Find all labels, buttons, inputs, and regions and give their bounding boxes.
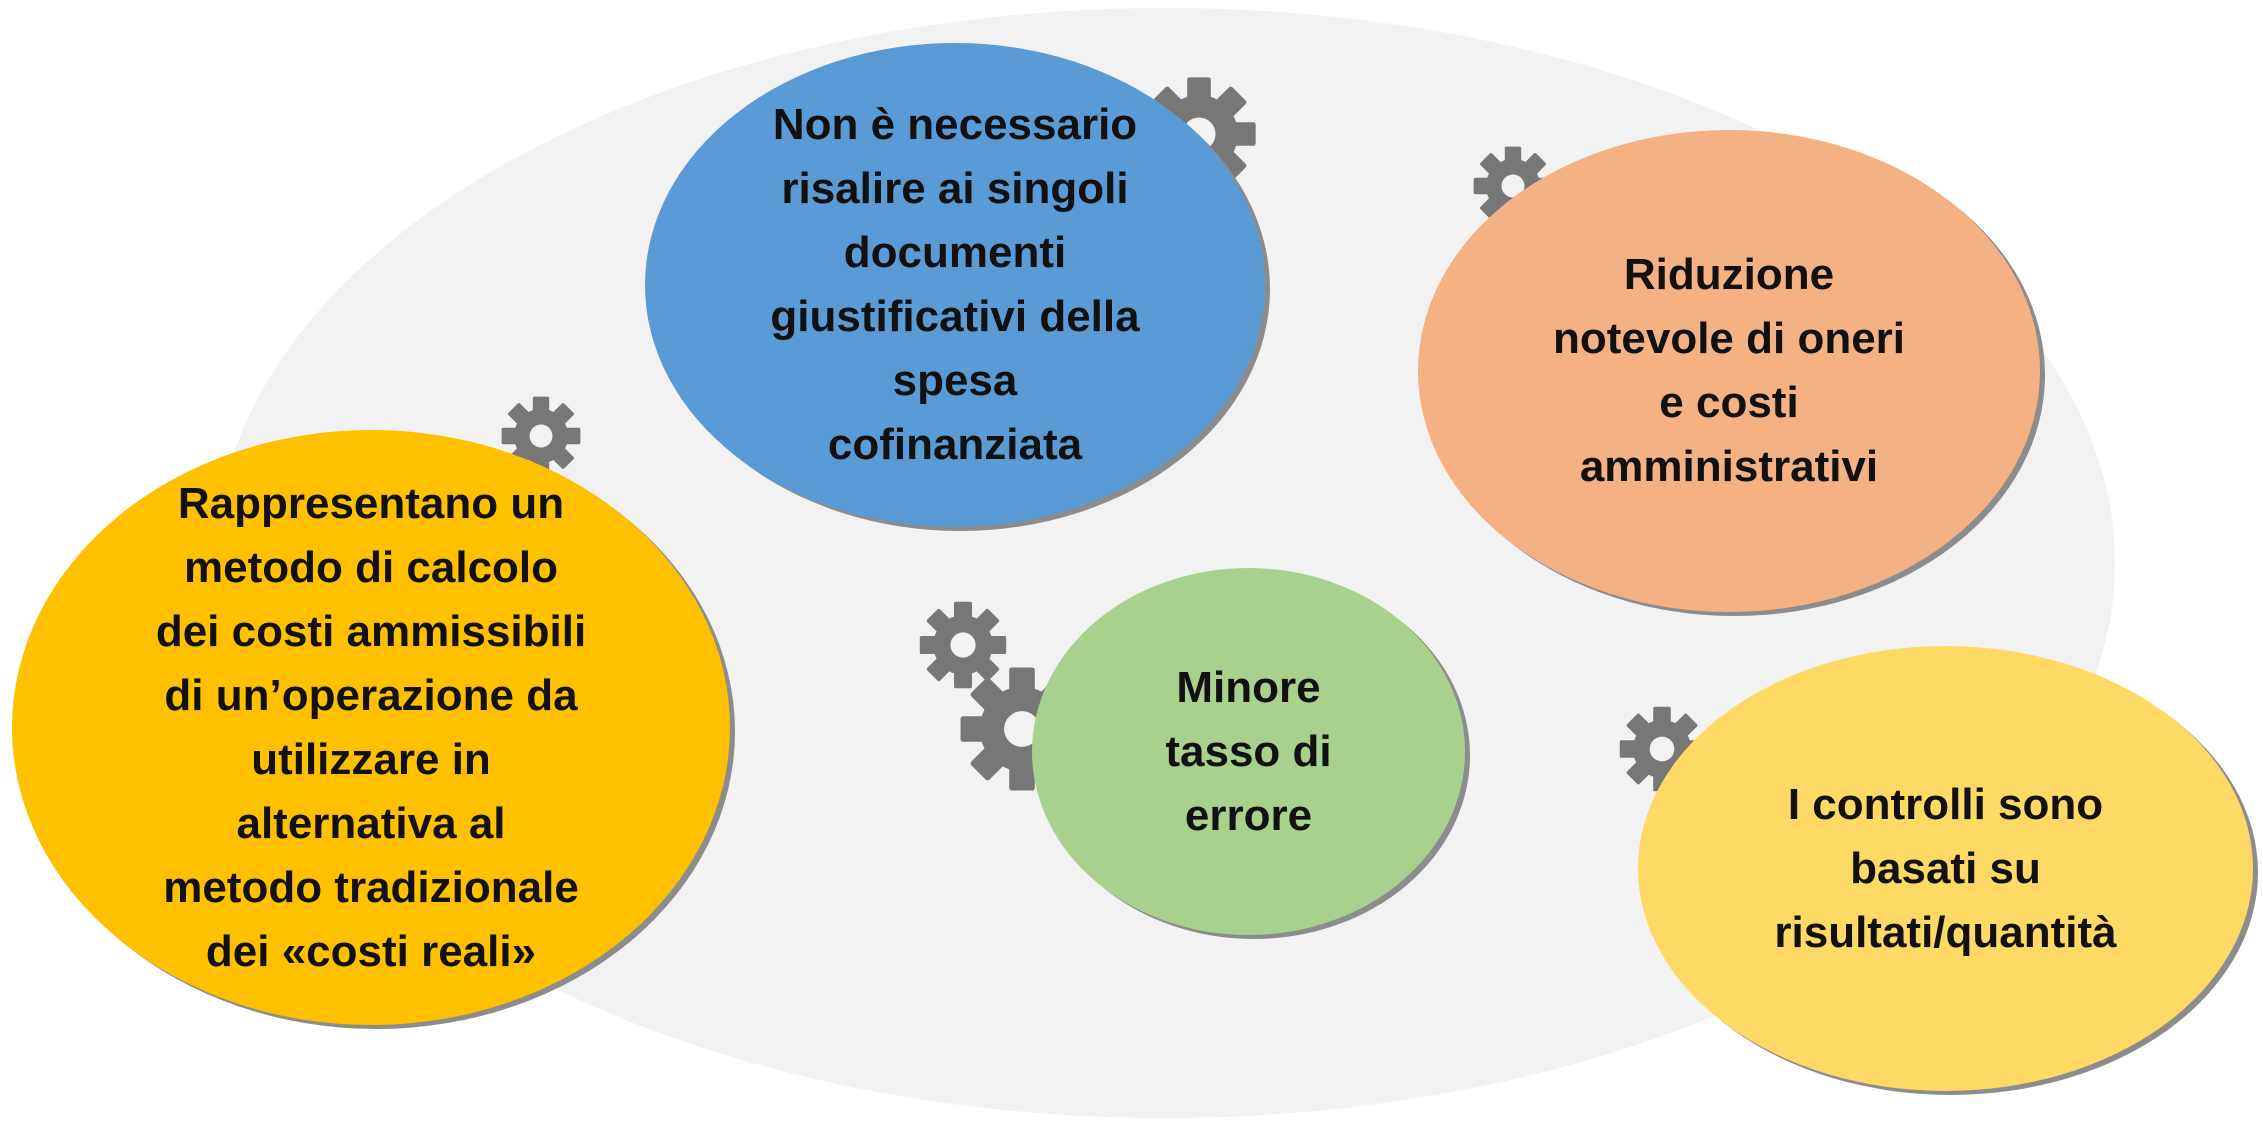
bubble-text: Non è necessario risalire ai singoli doc… (770, 100, 1140, 469)
bubble-minore: Minore tasso di errore (1032, 568, 1465, 935)
bubble-rappresentano: Rappresentano un metodo di calcolo dei c… (12, 430, 730, 1025)
bubble-riduzione: Riduzione notevole di oneri e costi ammi… (1418, 130, 2040, 612)
bubble-text: Rappresentano un metodo di calcolo dei c… (155, 478, 587, 976)
bubble-controlli: I controlli sono basati su risultati/qua… (1638, 646, 2253, 1091)
bubble-non-necessario: Non è necessario risalire ai singoli doc… (645, 43, 1265, 527)
bubble-text: Riduzione notevole di oneri e costi ammi… (1552, 250, 1906, 491)
bubble-text: Minore tasso di errore (1165, 662, 1332, 840)
bubble-text: I controlli sono basati su risultati/qua… (1774, 779, 2117, 957)
